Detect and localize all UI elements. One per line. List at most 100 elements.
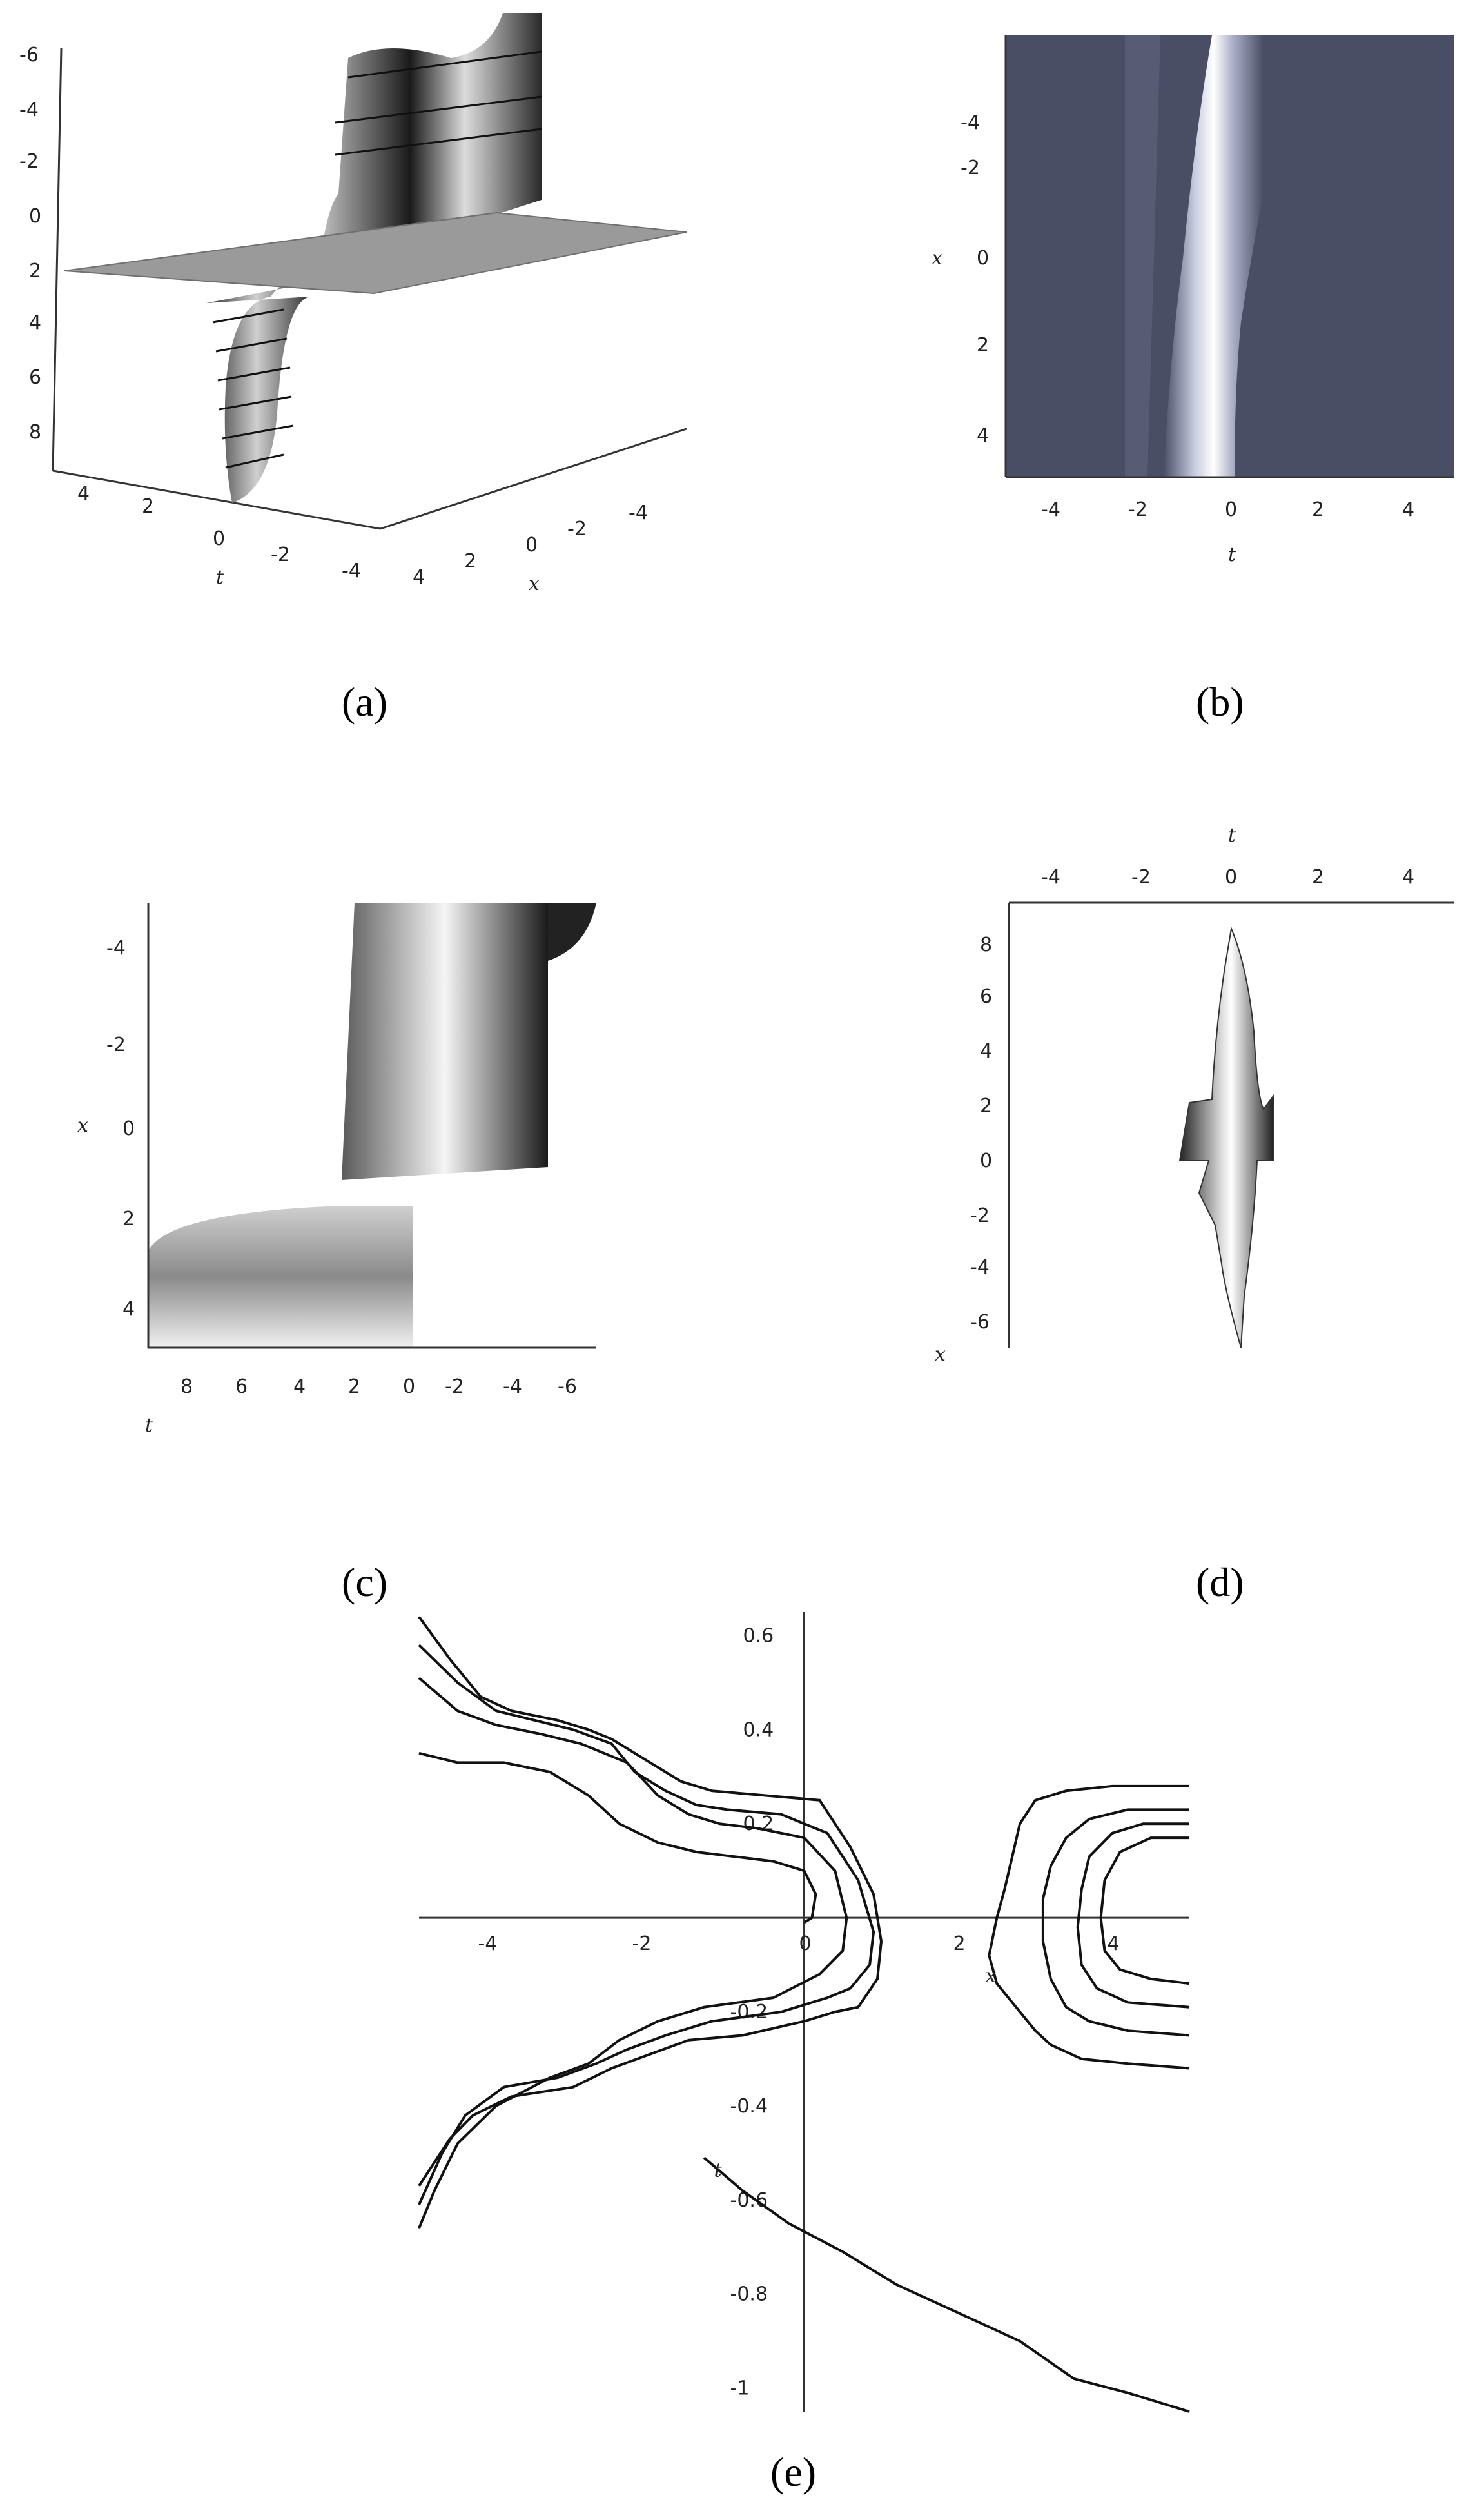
panel-e-y-ticks: 0.60.40.2-0.2-0.4-0.6-0.8-1 <box>730 1624 774 2399</box>
panel-b-x-tick: -4 <box>1041 498 1060 521</box>
panel-c-x-ticks: 8 6 4 2 0 -2 -4 -6 <box>181 1375 577 1398</box>
panel-a-x-tick: -4 <box>629 502 648 524</box>
panel-b-x-tick: 4 <box>1402 498 1414 521</box>
panel-b-x-label: t <box>1228 544 1236 566</box>
panel-b-x-tick: -2 <box>1128 498 1147 521</box>
panel-a-x-axis <box>380 428 687 530</box>
panel-c-x-tick: 2 <box>348 1375 360 1398</box>
panel-b-y-ticks: -4 -2 0 2 4 <box>961 112 989 447</box>
panel-b-soliton-band <box>1164 35 1264 477</box>
panel-a-t-label: t <box>216 566 224 589</box>
panel-b-y-tick: 2 <box>977 334 989 357</box>
panel-d-x-ticks: -4 -2 0 2 4 <box>1041 866 1414 889</box>
panel-a-z-tick: -2 <box>19 150 39 173</box>
panel-d-y-tick: -4 <box>970 1256 990 1279</box>
panel-a-x-tick: 0 <box>525 534 538 556</box>
panel-a-lower-surface <box>206 264 374 503</box>
panel-a-z-ticks: -6 -4 -2 0 2 4 6 8 <box>19 44 41 444</box>
caption-b: (b) <box>1196 679 1244 725</box>
panel-d-x-tick: 4 <box>1402 866 1414 889</box>
panel-a-t-tick: -2 <box>271 544 290 566</box>
panel-e-y-label: t <box>714 2159 723 2181</box>
panel-e-contour-line <box>988 1784 1190 2070</box>
panel-d-y-tick: -2 <box>970 1205 990 1227</box>
panel-a-x-ticks: 4 2 0 -2 -4 <box>413 502 648 589</box>
panel-d-surface <box>1178 926 1274 1348</box>
panel-a-z-tick: -4 <box>19 99 39 121</box>
panel-c-x-tick: -4 <box>503 1375 522 1398</box>
panel-a-plane <box>64 212 687 295</box>
panel-b-x-tick: 2 <box>1312 498 1324 521</box>
panel-d-y-ticks: 8 6 4 2 0 -2 -4 -6 <box>970 934 992 1334</box>
panel-c-lower-surface <box>148 1206 413 1348</box>
panel-a-mesh-lines <box>212 50 542 469</box>
panel-d-y-tick: 8 <box>980 934 992 956</box>
panel-c-y-ticks: -4 -2 0 2 4 <box>106 937 135 1321</box>
panel-d-y-tick: 6 <box>980 985 992 1008</box>
panel-c-x-tick: 6 <box>235 1375 248 1398</box>
panel-d-x-tick: 0 <box>1225 866 1237 889</box>
panel-c-y-tick: 2 <box>122 1208 135 1230</box>
panel-a-z-axis <box>52 48 63 471</box>
panel-e-x-tick: -4 <box>478 1933 498 1955</box>
panel-e-x-tick: 0 <box>799 1933 812 1955</box>
panel-e-y-tick: -0.2 <box>730 2001 768 2023</box>
panel-a-t-tick: 4 <box>77 482 90 505</box>
panel-a-x-tick: 4 <box>413 566 425 589</box>
panel-a-z-tick: 2 <box>29 260 41 282</box>
panel-c-upper-surface <box>342 903 548 1180</box>
panel-e-contour-line <box>418 1751 817 1924</box>
panel-a-x-label: x <box>529 573 540 595</box>
panel-b-x-ticks: -4 -2 0 2 4 <box>1041 498 1414 521</box>
panel-c-corner-shade <box>548 903 596 961</box>
panel-e-y-tick: -0.4 <box>730 2095 768 2118</box>
panel-e-contour-line <box>703 2156 1190 2413</box>
panel-a-z-tick: 4 <box>29 311 41 334</box>
panel-c-x-label: t <box>145 1414 153 1437</box>
panel-e-y-tick: 0.6 <box>743 1624 774 1647</box>
panel-d-x-label: t <box>1228 824 1236 847</box>
panel-e-x-tick: 2 <box>953 1933 966 1955</box>
panel-b-y-tick: -2 <box>961 157 980 179</box>
panel-e-contour-line <box>1099 1836 1190 1985</box>
panel-d-y-tick: 4 <box>980 1040 992 1063</box>
panel-e-contour-line <box>418 1644 875 2205</box>
panel-c-x-tick: 4 <box>293 1375 306 1398</box>
panel-e-contours <box>418 1616 1190 2413</box>
panel-c-y-tick: 4 <box>122 1298 135 1321</box>
panel-d-x-tick: 2 <box>1312 866 1324 889</box>
panel-e-y-tick: 0.4 <box>743 1718 774 1741</box>
caption-c: (c) <box>342 1559 387 1605</box>
caption-a: (a) <box>342 679 387 725</box>
panel-a-t-ticks: 4 2 0 -2 -4 <box>77 482 361 582</box>
panel-e-y-tick: -1 <box>730 2377 750 2400</box>
panel-a-x-tick: -2 <box>567 518 587 540</box>
panel-d-x-tick: -2 <box>1131 866 1151 889</box>
panel-d-x-tick: -4 <box>1041 866 1060 889</box>
panel-a-t-tick: -4 <box>342 560 361 582</box>
panel-c-y-tick: 0 <box>122 1117 135 1140</box>
panel-c-x-tick: 8 <box>181 1375 193 1398</box>
panel-e-x-tick: -2 <box>632 1933 652 1955</box>
panel-a: -6 -4 -2 0 2 4 6 8 4 2 0 -2 -4 t 4 2 0 -… <box>19 13 687 595</box>
panel-c-y-tick: -4 <box>106 937 126 960</box>
panel-c: -4 -2 0 2 4 x 8 6 4 2 0 -2 -4 -6 t <box>77 903 596 1437</box>
panel-e-x-label: x <box>985 1965 996 1987</box>
panel-b-y-label: x <box>932 247 942 270</box>
panel-a-x-tick: 2 <box>464 550 476 573</box>
panel-e-y-tick: -0.8 <box>730 2283 768 2306</box>
panel-c-x-tick: -2 <box>445 1375 464 1398</box>
panel-a-z-tick: -6 <box>19 44 39 66</box>
panel-d-y-tick: 2 <box>980 1095 992 1117</box>
panel-a-z-tick: 0 <box>29 205 41 228</box>
panel-d-y-tick: 0 <box>980 1150 992 1172</box>
panel-c-y-label: x <box>77 1114 88 1137</box>
panel-b: -4 -2 0 2 4 x -4 -2 0 2 4 t <box>932 35 1454 566</box>
panel-d-y-tick: -6 <box>970 1311 990 1334</box>
panel-b-y-tick: -4 <box>961 112 980 134</box>
caption-d: (d) <box>1196 1559 1244 1605</box>
panel-b-y-tick: 4 <box>977 424 989 447</box>
